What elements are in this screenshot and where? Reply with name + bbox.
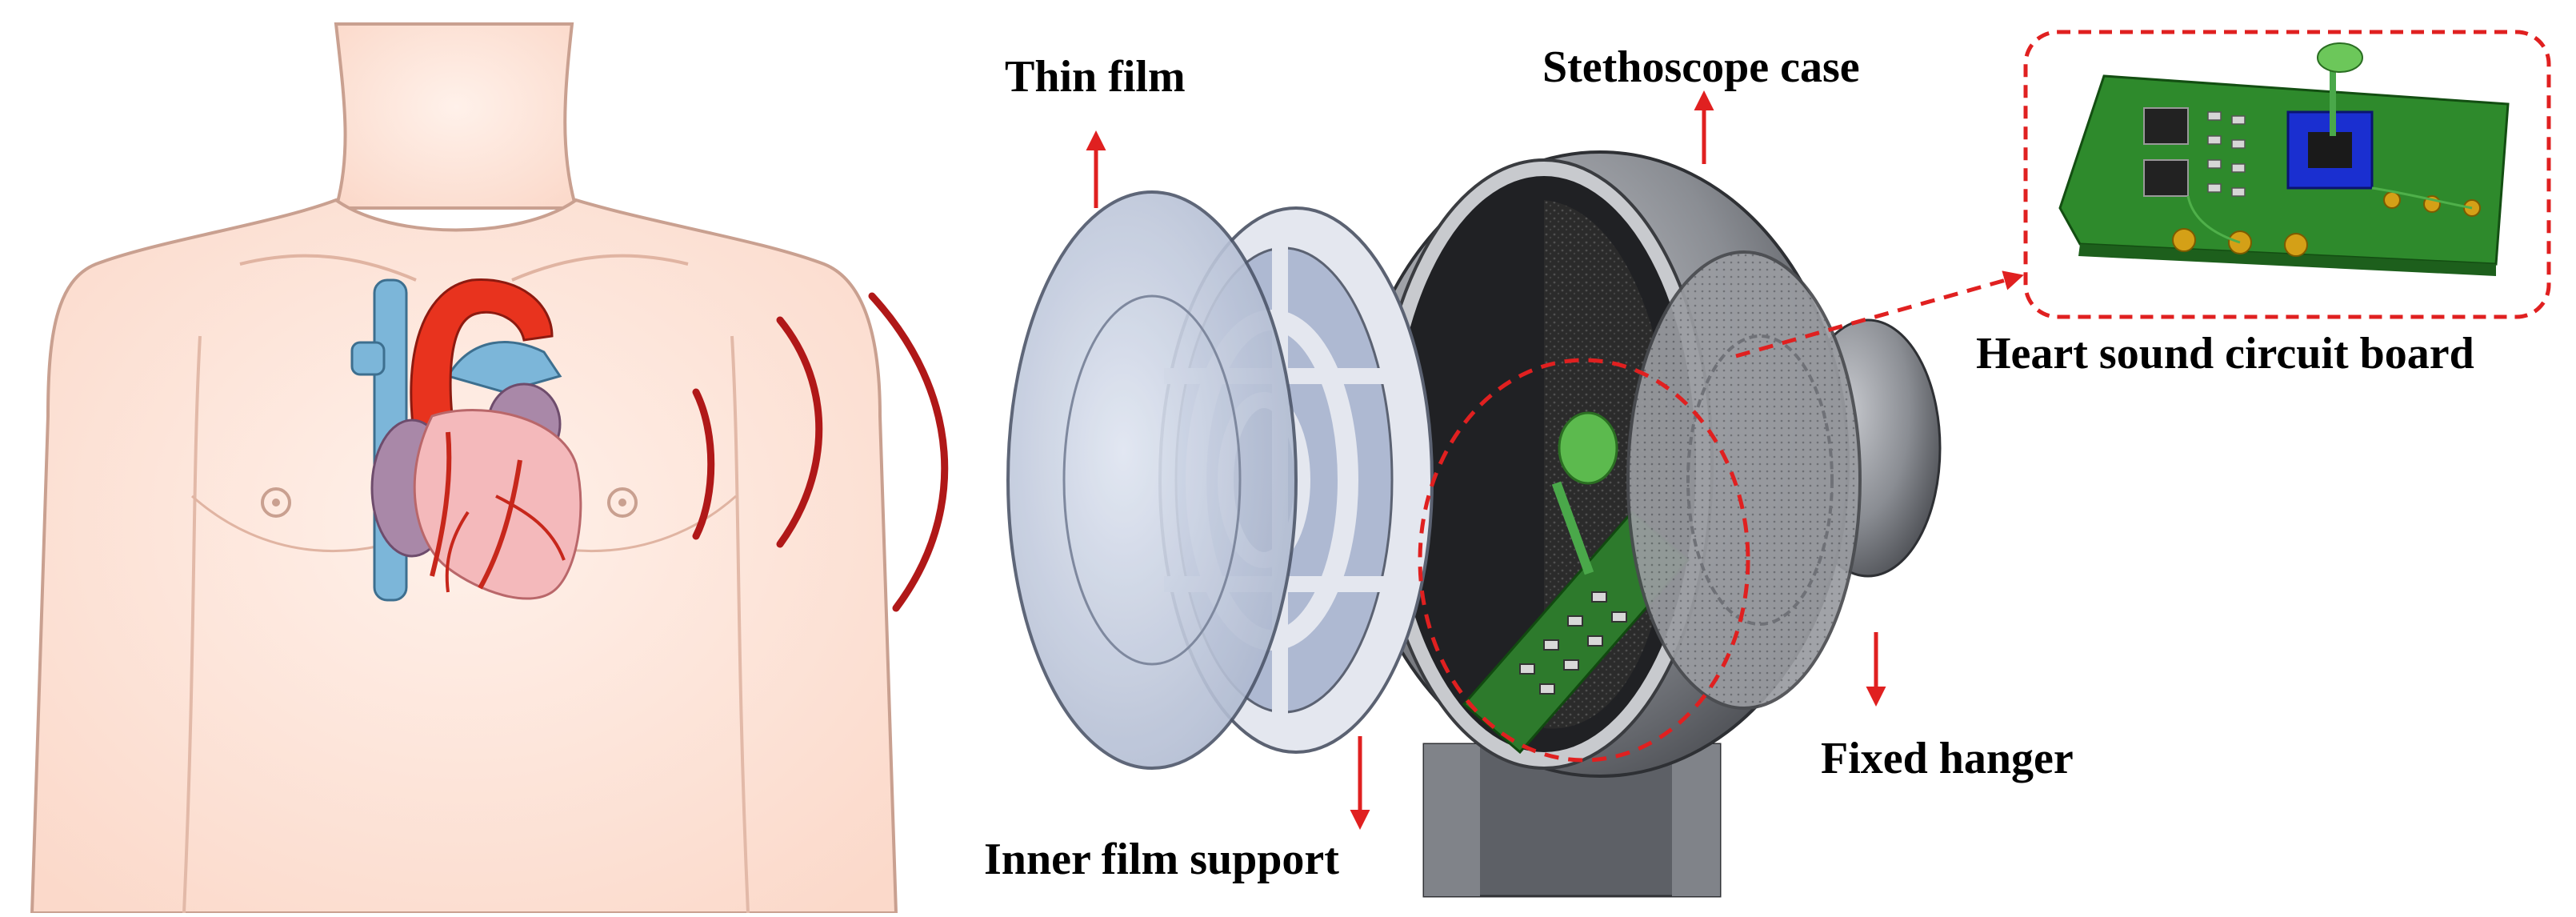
annotation-arrows: [1086, 90, 2024, 830]
left-nipple-icon: [261, 487, 291, 518]
thin-film-label: Thin film: [1005, 52, 1186, 102]
fixed-hanger: [1626, 250, 1862, 710]
fixed-hanger-label: Fixed hanger: [1821, 734, 2074, 783]
inner-film-support-label: Inner film support: [984, 835, 1339, 884]
circuit-board-arrow: [1735, 270, 2024, 358]
thin-film: [1006, 190, 1298, 770]
stethoscope-exploded-view: [1006, 150, 1942, 898]
right-nipple-icon: [607, 487, 638, 518]
heart-illustration: [350, 278, 582, 602]
pcb-highlight-outline: [1418, 358, 1750, 763]
circuit-board-inset: [2023, 30, 2551, 319]
internal-pcb: [1462, 411, 1690, 755]
stethoscope-case-label: Stethoscope case: [1542, 42, 1860, 92]
sound-wave-icon: [692, 292, 949, 612]
circuit-board-label: Heart sound circuit board: [1976, 329, 2474, 378]
